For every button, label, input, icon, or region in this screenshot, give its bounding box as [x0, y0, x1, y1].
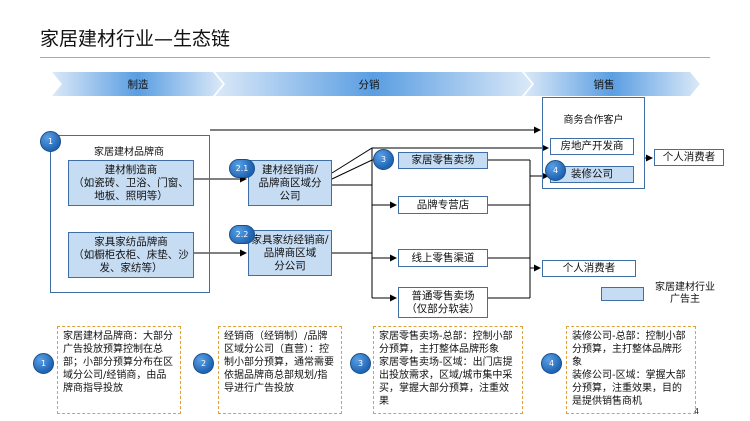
- stage-banner-manufacture: [52, 72, 223, 96]
- commercial-clients-group: [542, 97, 645, 189]
- note-3: 家居零售卖场-总部：控制小部分预算，主打整体品牌形象 家居零售卖场-区域：出门店…: [373, 326, 523, 414]
- stage-label-distribution: 分销: [358, 79, 380, 91]
- retail-online-channel: 线上零售渠道: [398, 249, 488, 267]
- manufacturer-group: [50, 135, 210, 293]
- page-title: 家居建材行业—生态链: [40, 28, 231, 50]
- note-badge-3: 3: [350, 353, 371, 374]
- stage-label-manufacture: 制造: [127, 79, 149, 91]
- commercial-clients-label: 商务合作客户: [563, 115, 624, 126]
- note-2: 经销商（经销制）/品牌区域分公司（直营）：控制小部分预算，通常需要依据品牌商总部…: [218, 326, 342, 414]
- manufacturer-group-label: 家居建材品牌商: [94, 147, 164, 158]
- page-number: 4: [694, 407, 700, 416]
- badge-1: 1: [40, 131, 61, 152]
- retail-brand-store: 品牌专营店: [398, 196, 488, 214]
- note-badge-4: 4: [541, 353, 562, 374]
- real-estate-developer-box: 房地产开发商: [550, 138, 634, 155]
- note-1: 家居建材品牌商：大部分广告投放预算控制在总部；小部分预算分布在区域分公司/经销商…: [57, 326, 181, 414]
- connector-lines: [194, 126, 653, 302]
- note-badge-1: 1: [33, 353, 54, 374]
- badge-2-2: 2.2: [229, 225, 255, 244]
- retail-general-mall: 普通零售卖场 （仅部分软装）: [398, 287, 488, 318]
- distributor-furniture-box: 家具家纺经销商/ 品牌商区域 分公司: [248, 230, 332, 276]
- individual-consumer-top: 个人消费者: [654, 149, 724, 166]
- title-divider: [40, 57, 710, 58]
- furniture-brand-box: 家具家纺品牌商 （如橱柜衣柜、床垫、沙发、家纺等）: [68, 232, 194, 278]
- legend-label: 家居建材行业 广告主: [655, 282, 715, 305]
- stage-banner-distribution: [215, 72, 532, 96]
- legend-swatch: [601, 287, 644, 301]
- badge-4: 4: [545, 160, 566, 181]
- building-manufacturer-box: 建材制造商 （如瓷砖、卫浴、门窗、地板、照明等）: [68, 160, 194, 206]
- retail-home-mall: 家居零售卖场: [398, 152, 488, 169]
- stage-label-sales: 销售: [593, 79, 615, 91]
- distributor-building-box: 建材经销商/ 品牌商区域分 公司: [248, 160, 332, 206]
- badge-3: 3: [373, 149, 394, 170]
- stage-banner-sales: [524, 72, 700, 96]
- individual-consumer-mid: 个人消费者: [542, 260, 636, 277]
- decoration-company-box: 装修公司: [550, 166, 634, 183]
- note-4: 装修公司-总部：控制小部分预算，主打整体品牌形象 装修公司-区域：掌握大部分预算…: [566, 326, 696, 414]
- badge-2-1: 2.1: [229, 159, 255, 178]
- note-badge-2: 2: [193, 353, 214, 374]
